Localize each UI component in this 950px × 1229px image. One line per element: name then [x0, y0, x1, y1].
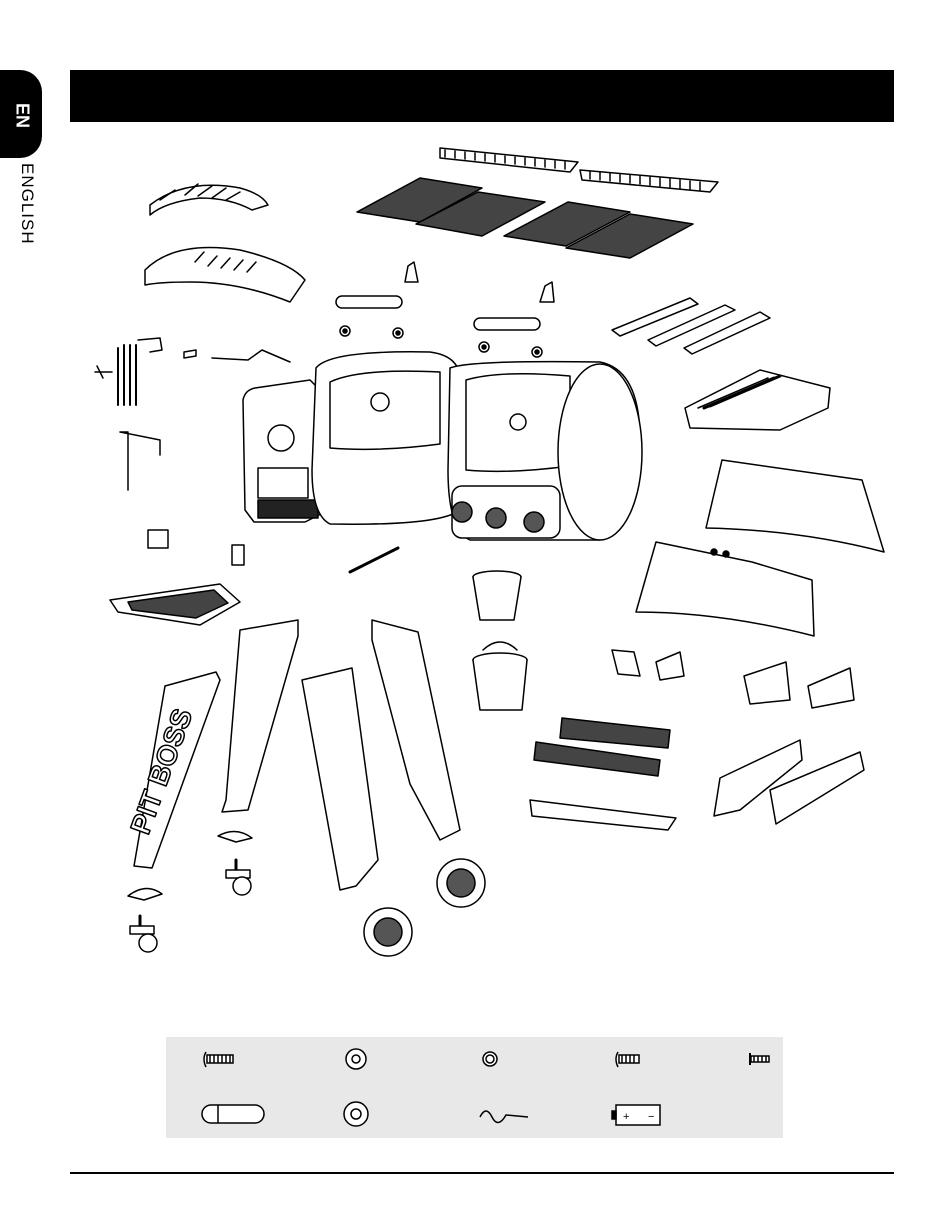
lock-washer-icon [483, 1052, 497, 1066]
grill-body [243, 352, 642, 540]
heat-shields [612, 298, 770, 354]
hardware-icons: + − [166, 1037, 783, 1138]
leg-front-right [302, 668, 378, 890]
grill-grates [357, 148, 718, 258]
grease-tray [110, 584, 240, 625]
hardware-panel: + − [166, 1037, 783, 1138]
battery-negative-label: − [648, 1111, 654, 1123]
battery-icon: + − [612, 1105, 660, 1125]
bolt-short-icon [616, 1052, 639, 1067]
battery-positive-label: + [623, 1111, 629, 1123]
lower-racks [530, 718, 676, 830]
foot-pad-b [128, 888, 162, 900]
shelf-brackets [612, 650, 854, 708]
flat-washer-icon [344, 1102, 368, 1126]
grate-clip-right [540, 282, 554, 302]
lid-handles [336, 296, 542, 357]
mount-bracket-b [232, 545, 244, 565]
l-bracket [120, 432, 160, 490]
leg-rear-right [372, 620, 460, 840]
wheel-a [437, 859, 485, 907]
bolt-long-icon [204, 1052, 233, 1067]
caster-b [130, 916, 157, 952]
language-name: ENGLISH [17, 163, 37, 253]
washer-icon [346, 1049, 366, 1069]
screw-icon [750, 1053, 769, 1065]
footer-rule [70, 1172, 894, 1174]
r-clip-icon [480, 1111, 528, 1123]
power-cord [95, 338, 162, 405]
leg-rear-left [222, 620, 298, 812]
grease-cup [473, 571, 521, 620]
cross-braces [714, 740, 864, 824]
axle-pin-icon [202, 1105, 264, 1123]
temp-probe [350, 548, 398, 572]
section-header-bar [70, 70, 894, 122]
language-code: EN [12, 96, 33, 136]
hopper-lid-top [150, 184, 268, 215]
side-shelf [685, 370, 830, 430]
grate-clip-left [405, 262, 418, 282]
foot-pad-a [218, 831, 252, 842]
grease-bucket [473, 642, 527, 710]
wheel-b [364, 908, 412, 956]
auger-pin [184, 350, 196, 358]
mount-bracket-a [148, 530, 168, 548]
exploded-parts-diagram: PIT BOSS [70, 130, 894, 1010]
auger-rod [212, 350, 290, 362]
caster-a [226, 860, 251, 895]
front-panel [636, 460, 884, 636]
hopper-lid-bottom [145, 248, 305, 303]
